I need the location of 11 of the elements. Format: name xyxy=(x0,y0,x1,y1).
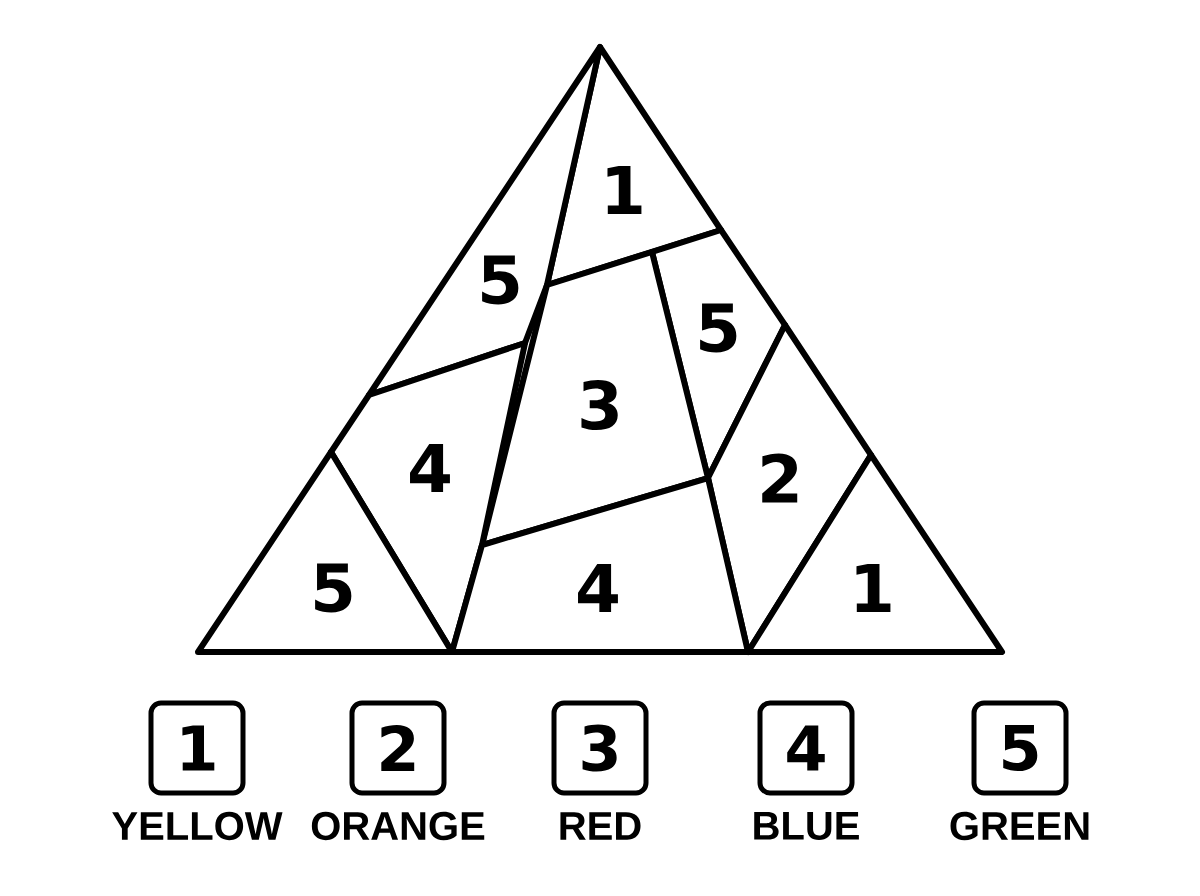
number-key-box: 4 xyxy=(757,700,855,796)
color-name: YELLOW xyxy=(112,811,283,841)
color-name: GREEN xyxy=(950,811,1089,841)
color-name: BLUE xyxy=(754,812,859,840)
number-key-box: 3 xyxy=(551,700,649,796)
color-name: RED xyxy=(560,812,641,840)
color-name: ORANGE xyxy=(311,811,485,841)
puzzle-region: 4 xyxy=(449,475,751,655)
number-key-box: 2 xyxy=(349,700,447,796)
number-key-box: 1 xyxy=(148,700,246,796)
number-key-box: 5 xyxy=(971,700,1069,796)
